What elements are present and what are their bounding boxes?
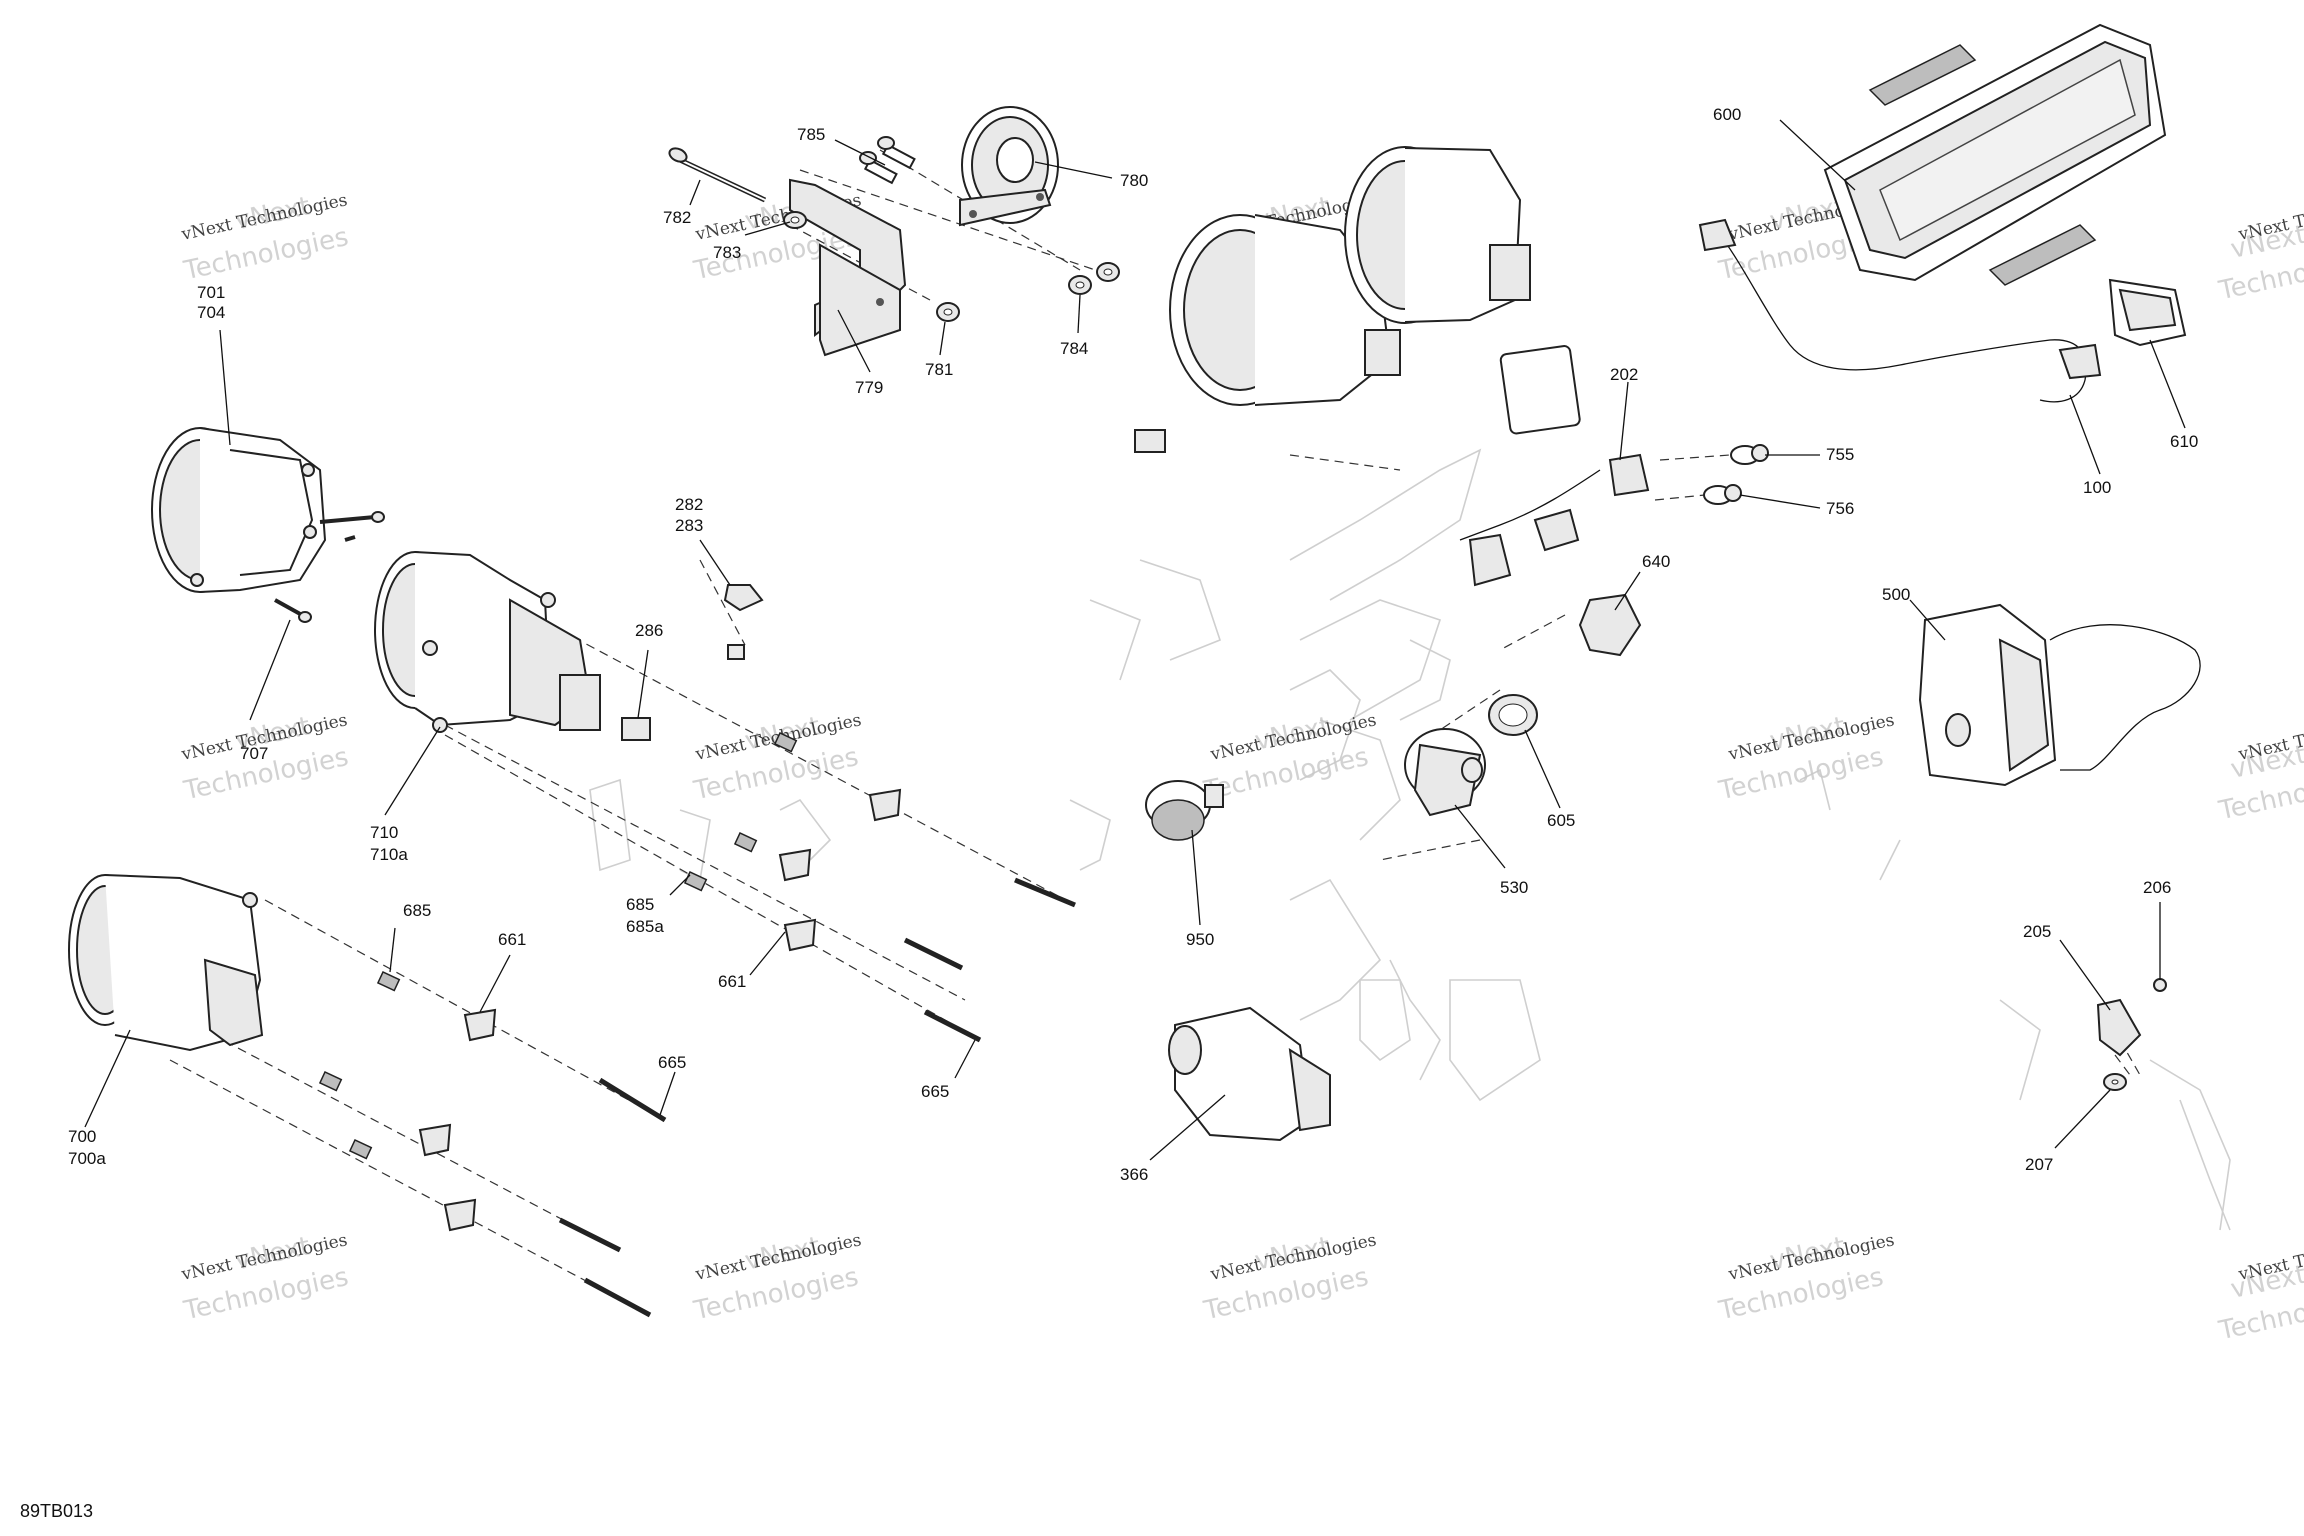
callout-100: 100 — [2083, 478, 2111, 497]
callout-661: 661 — [498, 930, 526, 949]
callout-950: 950 — [1186, 930, 1214, 949]
part-784-nuts — [1068, 262, 1120, 295]
callout-207: 207 — [2025, 1155, 2053, 1174]
callout-704: 704 — [197, 303, 225, 322]
callout-366: 366 — [1120, 1165, 1148, 1184]
callout-665: 665 — [658, 1053, 686, 1072]
part-685-springs — [318, 732, 798, 1160]
part-100-cable — [1698, 218, 2102, 403]
part-780-horn — [959, 106, 1059, 227]
callout-206: 206 — [2143, 878, 2171, 897]
part-779-bracket — [789, 178, 907, 357]
callout-500: 500 — [1882, 585, 1910, 604]
callout-700a: 700a — [68, 1149, 106, 1168]
part-500-module — [1918, 603, 2201, 787]
part-530-knob — [1404, 728, 1486, 817]
part-785-bolts — [859, 136, 916, 185]
callout-755: 755 — [1826, 445, 1854, 464]
callout-781: 781 — [925, 360, 953, 379]
callout-785: 785 — [797, 125, 825, 144]
part-600-display-cluster — [1823, 23, 2167, 286]
part-610-switch — [2108, 278, 2187, 347]
part-700-light-assembly — [68, 874, 264, 1052]
diagram-code: 89TB013 — [20, 1501, 93, 1521]
callout-783: 783 — [713, 243, 741, 262]
callout-685-b: 685 — [626, 895, 654, 914]
callout-782: 782 — [663, 208, 691, 227]
part-center-light-assembly — [1134, 146, 1531, 453]
callout-685a: 685a — [626, 917, 664, 936]
part-286-connector — [621, 644, 745, 741]
part-783-nut — [783, 211, 807, 229]
callout-286: 286 — [635, 621, 663, 640]
callout-780: 780 — [1120, 171, 1148, 190]
part-701-headlight-bezel — [151, 427, 385, 623]
callout-610: 610 — [2170, 432, 2198, 451]
callout-labels: 600 610 100 202 755 756 640 605 530 950 … — [68, 105, 2198, 1184]
callout-605: 605 — [1547, 811, 1575, 830]
callout-700: 700 — [68, 1127, 96, 1146]
callout-756: 756 — [1826, 499, 1854, 518]
part-205-bracket — [2096, 998, 2142, 1057]
part-282-clip — [723, 584, 764, 612]
callout-665-b: 665 — [921, 1082, 949, 1101]
part-710-light-housing — [374, 551, 601, 733]
callout-685: 685 — [403, 901, 431, 920]
callout-661-b: 661 — [718, 972, 746, 991]
part-605-ring — [1488, 694, 1538, 736]
part-206-screw — [2153, 978, 2167, 992]
part-755-bulb — [1730, 444, 1769, 465]
background-frame-ghost — [589, 448, 2231, 1231]
callout-283: 283 — [675, 516, 703, 535]
callout-701: 701 — [197, 283, 225, 302]
part-756-bulb — [1703, 484, 1742, 505]
part-207-washer — [2103, 1073, 2127, 1091]
part-366-module — [1168, 1006, 1331, 1142]
leader-lines — [84, 119, 2186, 1161]
callout-640: 640 — [1642, 552, 1670, 571]
part-782-bolt — [668, 147, 767, 203]
callout-707: 707 — [240, 744, 268, 763]
callout-710a: 710a — [370, 845, 408, 864]
part-202-harness — [1459, 345, 1650, 587]
part-950-power-socket — [1145, 780, 1224, 841]
part-640-socket — [1578, 593, 1642, 657]
callout-530: 530 — [1500, 878, 1528, 897]
part-661-knobs — [418, 788, 902, 1232]
part-665-rods — [558, 877, 1076, 1318]
callout-784: 784 — [1060, 339, 1088, 358]
callout-205: 205 — [2023, 922, 2051, 941]
part-781-nut — [936, 302, 960, 322]
callout-202: 202 — [1610, 365, 1638, 384]
callout-282: 282 — [675, 495, 703, 514]
callout-710: 710 — [370, 823, 398, 842]
callout-600: 600 — [1713, 105, 1741, 124]
callout-779: 779 — [855, 378, 883, 397]
